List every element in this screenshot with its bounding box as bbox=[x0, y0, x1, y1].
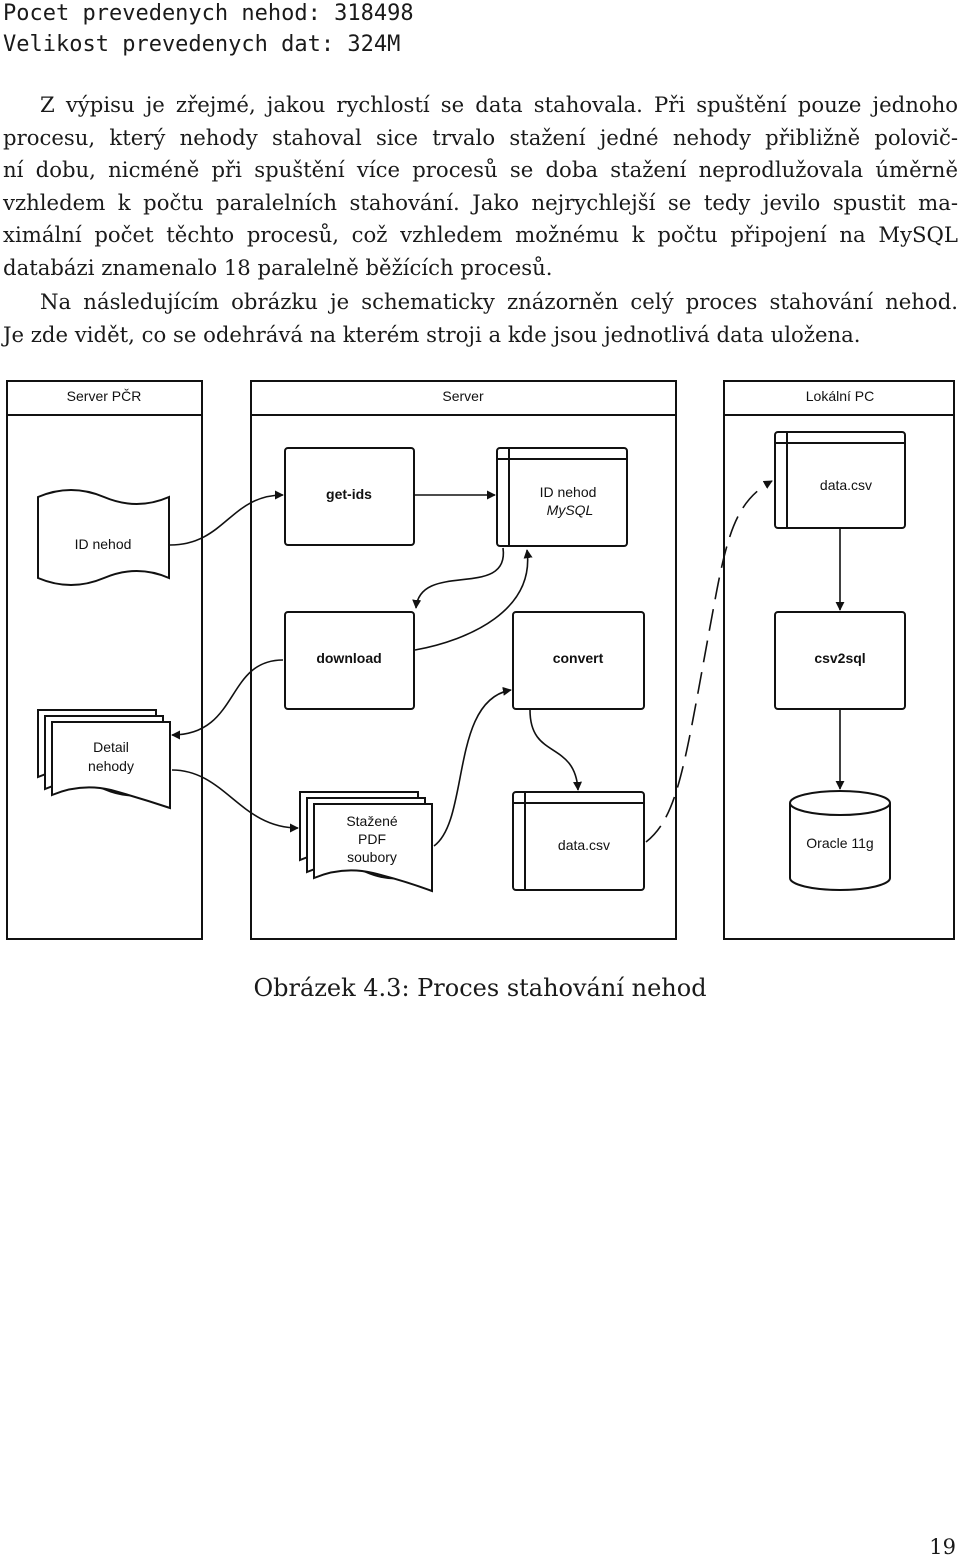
mysql-table-label-line-1: ID nehod bbox=[540, 484, 597, 500]
paragraph-1-line: ní dobu, nicméně při spuštění více proce… bbox=[3, 157, 958, 183]
arrow-convert-to-server-csv bbox=[529, 709, 582, 791]
console-output-line-2: Velikost prevedenych dat: 324M bbox=[3, 32, 401, 57]
oracle-label: Oracle 11g bbox=[806, 835, 873, 851]
lane-server-pcr-title: Server PČR bbox=[67, 388, 142, 404]
pdf-label-line-3: soubory bbox=[347, 849, 397, 865]
oracle-database: Oracle 11g bbox=[789, 790, 891, 891]
download-label: download bbox=[316, 650, 381, 666]
server-data-csv-label: data.csv bbox=[558, 837, 610, 853]
paragraph-1: Z výpisu je zřejmé, jakou rychlostí se d… bbox=[3, 89, 958, 285]
id-nehod-document: ID nehod bbox=[37, 489, 170, 586]
paragraph-1-line: vzhledem k počtu paralelních stahování. … bbox=[3, 189, 958, 215]
convert-label: convert bbox=[553, 650, 604, 666]
arrow-pdf-to-convert bbox=[433, 686, 512, 847]
csv2sql-process: csv2sql bbox=[774, 611, 906, 710]
paragraph-1-line: databázi znamenalo 18 paralelně běžících… bbox=[3, 254, 553, 280]
paragraph-2-line: Na následujícím obrázku je schematicky z… bbox=[40, 289, 958, 314]
detail-nehody-label-line-1: Detail bbox=[93, 739, 129, 755]
paragraph-1-line: ximální počet těchto procesů, což vzhled… bbox=[3, 222, 958, 248]
paragraph-2: Na následujícím obrázku je schematicky z… bbox=[3, 286, 958, 351]
local-data-csv-label: data.csv bbox=[820, 477, 872, 493]
detail-nehody-label-line-2: nehody bbox=[88, 758, 134, 774]
lane-server: Server bbox=[250, 380, 677, 940]
arrow-mysql-to-download bbox=[412, 547, 504, 609]
paragraph-1-line: Z výpisu je zřejmé, jakou rychlostí se d… bbox=[40, 92, 958, 117]
lane-local-pc: Lokální PC bbox=[723, 380, 955, 940]
local-data-csv-table: data.csv bbox=[774, 431, 906, 529]
csv2sql-label: csv2sql bbox=[814, 650, 865, 666]
lane-server-title: Server bbox=[442, 388, 484, 404]
lane-server-pcr: Server PČR bbox=[6, 380, 203, 940]
convert-process: convert bbox=[512, 611, 645, 710]
arrow-download-to-detail bbox=[171, 659, 284, 740]
paragraph-2-line: Je zde vidět, co se odehrává na kterém s… bbox=[3, 321, 861, 347]
get-ids-label: get-ids bbox=[326, 486, 372, 502]
server-data-csv-table: data.csv bbox=[512, 791, 645, 891]
process-diagram: Server PČR Server Lokální PC ID nehod De… bbox=[6, 380, 955, 940]
mysql-table: ID nehod MySQL bbox=[496, 447, 628, 547]
paragraph-1-line: procesu, který nehody stahoval sice trva… bbox=[3, 124, 958, 150]
lane-local-pc-title: Lokální PC bbox=[806, 388, 874, 404]
page-number: 19 bbox=[929, 1535, 956, 1559]
arrow-detail-to-pdf bbox=[171, 769, 299, 833]
id-nehod-label: ID nehod bbox=[75, 536, 132, 552]
downloaded-pdf-document-stack: Stažené PDF soubory bbox=[299, 791, 433, 893]
arrow-download-to-mysql bbox=[414, 549, 533, 651]
detail-nehody-document-stack: Detail nehody bbox=[37, 709, 171, 810]
mysql-table-label-line-2: MySQL bbox=[547, 502, 594, 518]
pdf-label-line-1: Stažené bbox=[346, 813, 398, 829]
download-process: download bbox=[284, 611, 415, 710]
figure-caption: Obrázek 4.3: Proces stahování nehod bbox=[253, 974, 707, 1002]
pdf-label-line-2: PDF bbox=[358, 831, 386, 847]
arrow-server-csv-to-local-csv-dashed bbox=[645, 480, 773, 843]
arrow-id-nehod-to-get-ids bbox=[169, 490, 284, 546]
get-ids-process: get-ids bbox=[284, 447, 415, 546]
console-output-line-1: Pocet prevedenych nehod: 318498 bbox=[3, 1, 414, 26]
